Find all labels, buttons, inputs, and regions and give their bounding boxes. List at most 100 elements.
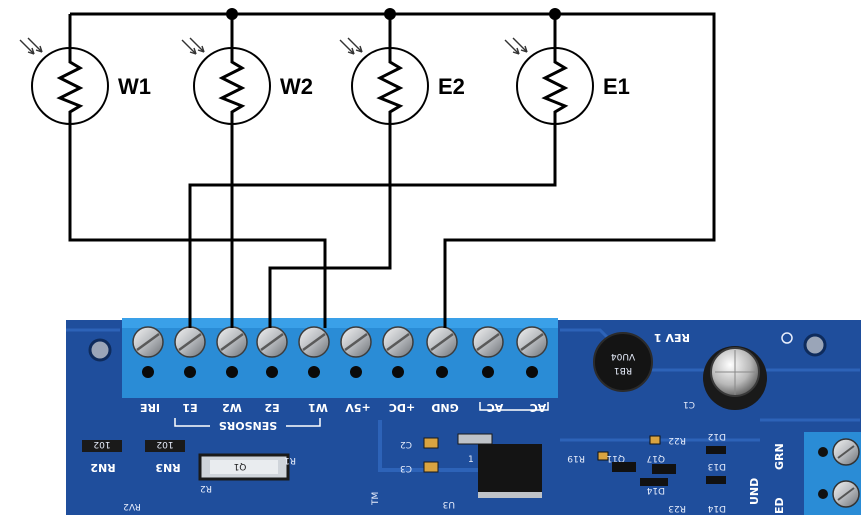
light-arrowhead-icon [35, 45, 43, 53]
q1-label: Q1 [234, 461, 247, 471]
rn3-chip [145, 440, 185, 452]
q11-label: Q11 [606, 453, 625, 463]
smd-part [652, 464, 676, 474]
terminal-screw-icon [340, 326, 372, 358]
tm-label: TM [371, 492, 381, 506]
terminal-hole-icon [142, 366, 154, 378]
ed-label: ED [773, 497, 786, 514]
r22-label: R22 [668, 435, 686, 445]
c3-label: C3 [400, 463, 412, 473]
smd-part [649, 435, 661, 445]
light-arrowhead-icon [189, 47, 197, 55]
rv2-label: RV2 [123, 501, 141, 511]
pin-one-label: 1 [468, 455, 474, 465]
light-arrowhead-icon [355, 45, 363, 53]
photoresistor-w1: W1 [19, 37, 151, 125]
und-label: UND [748, 478, 761, 505]
terminal-hole-icon [526, 366, 538, 378]
terminal-hole-icon [184, 366, 196, 378]
d13-label: D13 [708, 461, 726, 471]
terminal-screw-icon [426, 326, 458, 358]
terminal-screw-icon [132, 326, 164, 358]
photoresistor-e2: E2 [339, 37, 465, 125]
smd-part [706, 476, 726, 484]
rev-label: REV 1 [654, 331, 690, 344]
terminal-screw-icon [298, 326, 330, 358]
resistor-zigzag-icon [376, 48, 404, 124]
terminal-label-7: GND [431, 401, 458, 414]
circuit-board: IRE E1 W2 E2 W1 +5V +DC GND AC AC SENSORS REV 1 V… [66, 318, 861, 515]
sensor-label-e1: E1 [603, 74, 630, 99]
terminal-label-3: E2 [264, 401, 279, 414]
terminal-label-8: AC [487, 401, 504, 414]
u3-label: U3 [443, 499, 455, 509]
light-arrowhead-icon [512, 47, 520, 55]
r23-label: R23 [668, 503, 686, 513]
ac-bracket [479, 402, 549, 411]
terminal-label-0: IRE [140, 401, 160, 414]
terminal-hole-icon [482, 366, 494, 378]
smd-part [640, 478, 668, 486]
sensor-label-w2: W2 [280, 74, 313, 99]
light-arrowhead-icon [27, 47, 35, 55]
light-arrow-icon [512, 37, 528, 53]
terminal-hole-icon [392, 366, 404, 378]
side-terminal-block [804, 432, 861, 515]
rn3-label: RN3 [155, 461, 180, 474]
terminal-label-5: +5V [345, 401, 371, 414]
terminal-label-6: +DC [389, 401, 415, 414]
r1-label: R1 [284, 455, 296, 465]
light-arrow-icon [347, 37, 363, 53]
black-capacitor: VU04 RB1 [593, 332, 653, 392]
c1-label: C1 [683, 399, 695, 409]
q1-highlight [210, 460, 278, 474]
terminal-label-2: W2 [222, 401, 242, 414]
voltage-regulator [457, 433, 542, 498]
q17-label: Q17 [646, 453, 665, 463]
terminal-screw-icon [382, 326, 414, 358]
cap-marking-2: RB1 [614, 365, 632, 375]
terminal-block [122, 318, 558, 398]
terminal-hole-icon [226, 366, 238, 378]
sensor-label-e2: E2 [438, 74, 465, 99]
smd-part [612, 462, 636, 472]
smd-part [597, 451, 609, 461]
light-arrow-icon [181, 39, 197, 55]
light-arrow-icon [19, 39, 35, 55]
wiring [68, 8, 716, 328]
light-arrowhead-icon [197, 45, 205, 53]
terminal-hole-icon [308, 366, 320, 378]
terminal-screw-icon [216, 326, 248, 358]
w1-bottom-wire [68, 124, 327, 328]
d14-label-a: D14 [646, 485, 665, 495]
rn2-chip-marking: 102 [93, 439, 110, 449]
terminal-screw-icon [174, 326, 206, 358]
r19-label: R19 [567, 453, 585, 463]
common-bus-wire [70, 12, 716, 328]
mounting-hole-icon [803, 333, 827, 357]
terminal-label-9: AC [530, 401, 547, 414]
photoresistor-e1: E1 [504, 37, 630, 125]
e1-bottom-wire [188, 124, 557, 328]
junction-dot-icon [549, 8, 561, 20]
terminal-label-1: E1 [182, 401, 197, 414]
sensors-group-label: SENSORS [219, 419, 277, 432]
terminal-hole-icon [266, 366, 278, 378]
sensor-label-w1: W1 [118, 74, 151, 99]
terminal-label-4: W1 [308, 401, 328, 414]
mounting-hole-icon [88, 338, 112, 362]
cap-marking: VU04 [611, 351, 635, 361]
terminal-screw-icon [472, 326, 504, 358]
pcb-trace [378, 420, 520, 472]
e2-bottom-wire [268, 124, 392, 328]
resistor-zigzag-icon [56, 48, 84, 124]
terminal-screw-icon [516, 326, 548, 358]
photoresistor-w2: W2 [181, 37, 313, 125]
light-arrow-icon [189, 37, 205, 53]
light-arrowhead-icon [347, 47, 355, 55]
c3-capacitor [423, 461, 439, 473]
resistor-zigzag-icon [541, 48, 569, 124]
rn3-chip-marking: 102 [156, 439, 173, 449]
terminal-hole-icon [350, 366, 362, 378]
smd-part [706, 446, 726, 454]
